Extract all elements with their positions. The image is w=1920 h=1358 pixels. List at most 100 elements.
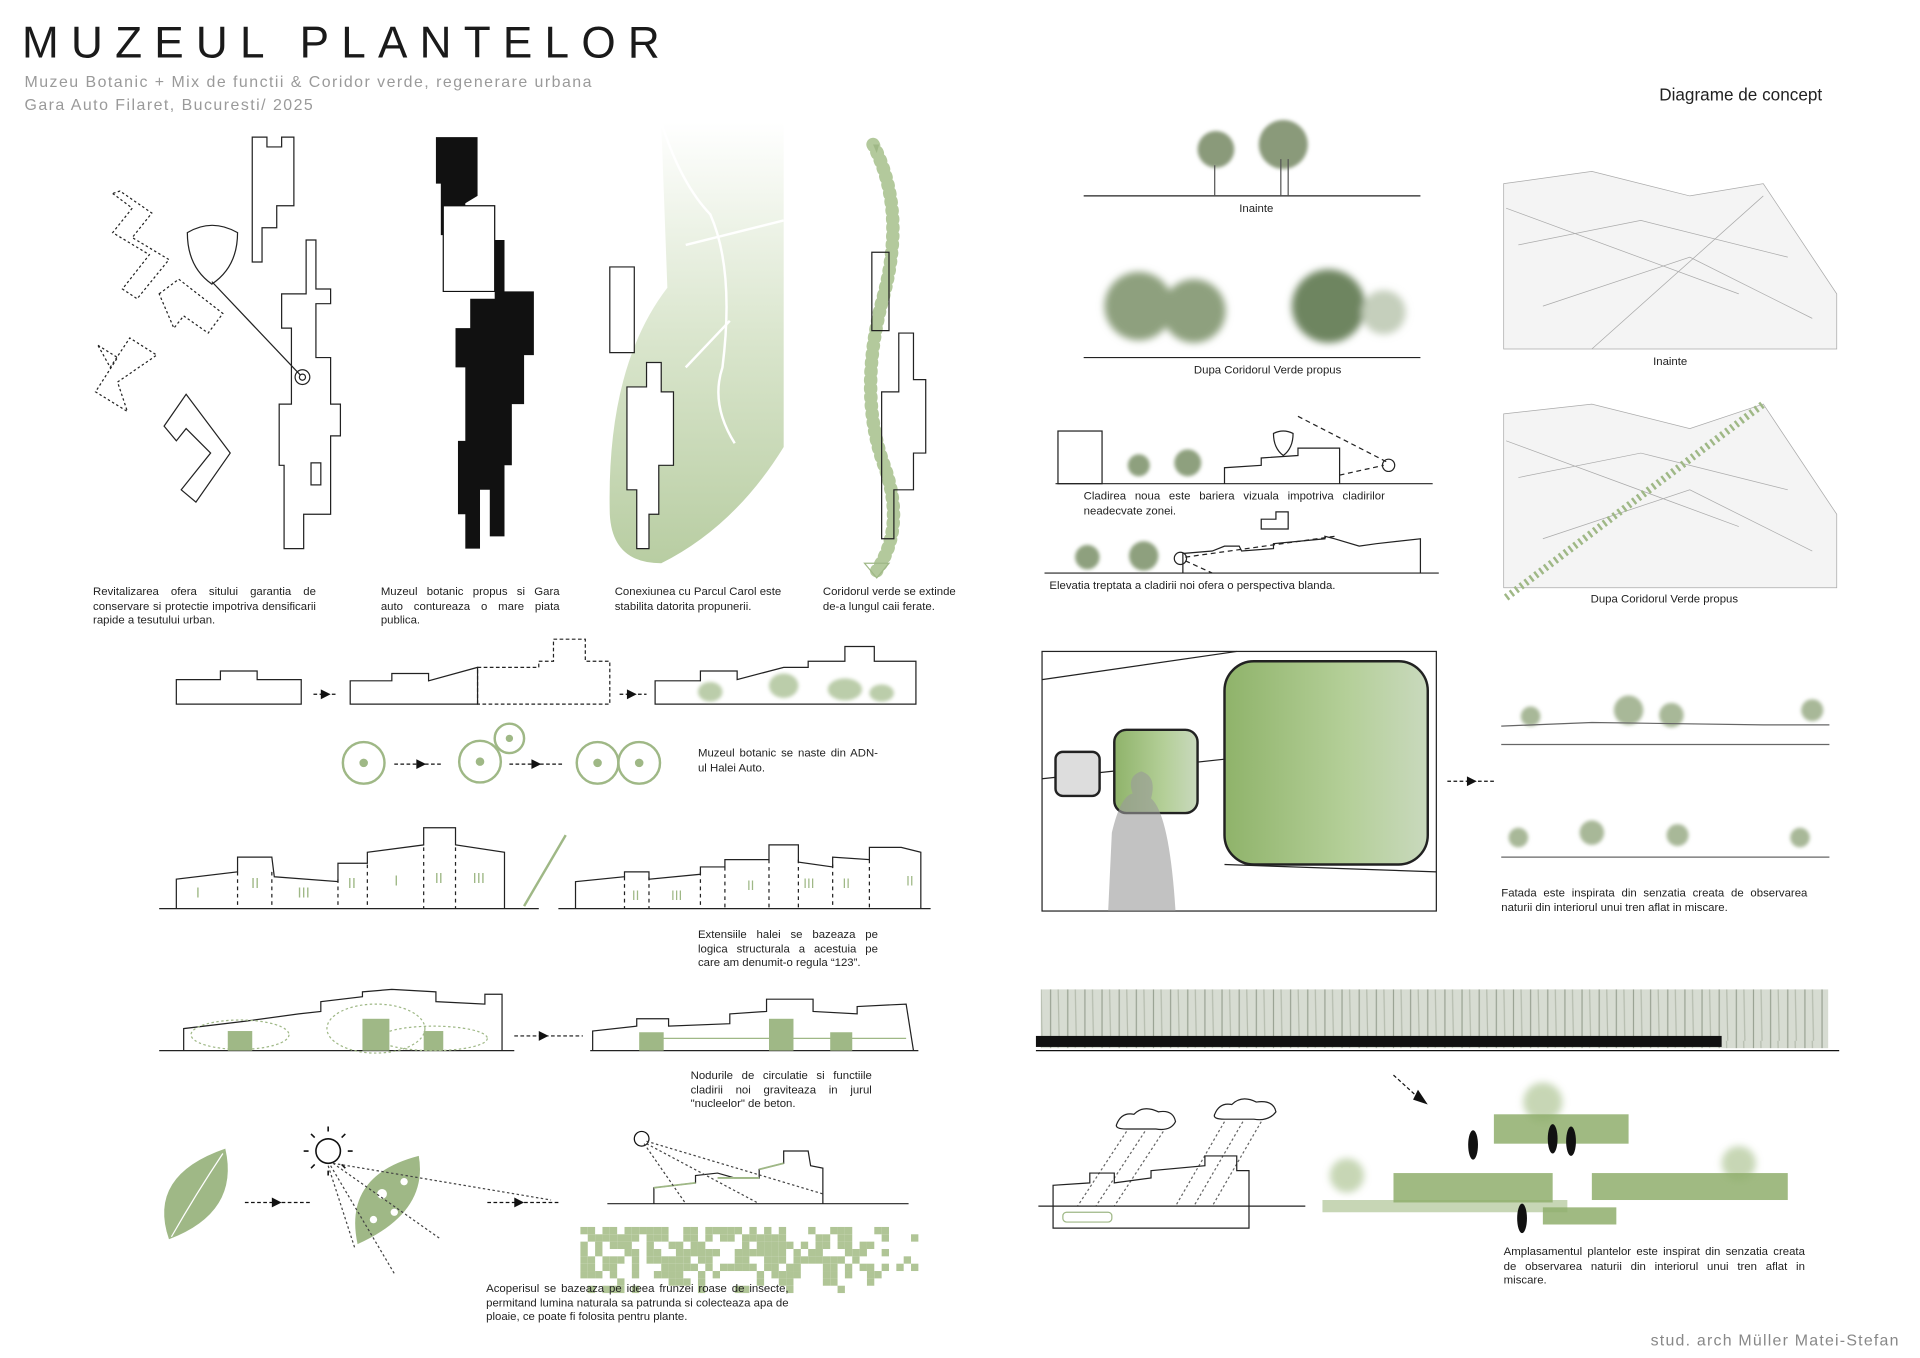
roof-pixel [609, 1234, 618, 1242]
roof-pixel [624, 1234, 632, 1242]
author-credit: stud. arch Müller Matei-Stefan [1650, 1331, 1900, 1350]
roof-pixel [764, 1226, 772, 1235]
train-window-illustration [1041, 650, 1437, 912]
roof-pixel [683, 1248, 691, 1257]
roof-pixel [646, 1241, 654, 1249]
roof-pixel [778, 1271, 787, 1279]
roof-pixel [822, 1278, 831, 1286]
roof-pixel [852, 1256, 860, 1264]
roof-pixel [764, 1241, 772, 1249]
train-silhouette [1035, 1035, 1722, 1047]
caption-plan-3: Conexiunea cu Parcul Carol este stabilit… [614, 585, 782, 612]
roof-pixel [631, 1248, 640, 1257]
roof-pixel [852, 1248, 860, 1257]
caption-plan-1: Revitalizarea ofera sitului garantia de … [93, 585, 316, 626]
roof-pixel [595, 1234, 603, 1242]
rule-label: II [746, 879, 755, 894]
rule-label: III [297, 884, 310, 902]
roof-pixel [595, 1271, 603, 1279]
roof-pixel [602, 1226, 610, 1235]
roof-pixel [653, 1248, 662, 1257]
caption-plan-2: Muzeul botanic propus si Gara auto contu… [380, 585, 560, 626]
roof-pixel [874, 1271, 882, 1279]
roof-pixel [844, 1226, 853, 1235]
roof-pixel [661, 1271, 669, 1279]
roof-pixel [771, 1248, 779, 1257]
roof-pixel [771, 1234, 779, 1242]
roof-pixel [580, 1226, 588, 1235]
roof-pixel [580, 1248, 588, 1257]
arrow-icon [394, 759, 564, 769]
roof-pixel [602, 1285, 610, 1294]
dna-diagram [341, 722, 662, 785]
roof-pixel [653, 1226, 662, 1235]
roof-pixel [881, 1263, 889, 1272]
roof-pixel [675, 1278, 684, 1286]
roof-pixel [822, 1256, 831, 1264]
roof-pixel [602, 1263, 610, 1272]
roof-pixel [705, 1263, 713, 1272]
roof-pixel [830, 1263, 838, 1272]
roof-pixel [602, 1234, 610, 1242]
cloud-icon [1115, 1108, 1177, 1131]
arrow-icon [1447, 776, 1497, 787]
roof-pixel [609, 1241, 618, 1249]
forest-train-strip [1035, 989, 1840, 1052]
axonometric-before [1503, 171, 1838, 350]
rule-label: II [434, 869, 443, 887]
roof-pixel [734, 1285, 743, 1294]
caption-roof: Acoperisul se bazeaza pe ideea frunzei r… [486, 1282, 789, 1323]
roof-pixel [800, 1256, 809, 1264]
roof-pixel [830, 1278, 838, 1286]
roof-pixel [595, 1241, 603, 1249]
roof-pixel [720, 1263, 728, 1272]
roof-pixel [617, 1241, 625, 1249]
roof-pixel [727, 1234, 735, 1242]
roof-pixel [778, 1278, 787, 1286]
roof-pixel [837, 1285, 845, 1294]
roof-pixel [734, 1256, 743, 1264]
roof-pixel [646, 1234, 654, 1242]
roof-pixel [668, 1263, 676, 1272]
plan-green-corridor [863, 137, 927, 579]
roof-pixel [830, 1271, 838, 1279]
rule-label: II [842, 876, 850, 892]
roof-pixel [896, 1263, 904, 1272]
label-axo-before: Inainte [1653, 355, 1688, 368]
roof-pixel [727, 1226, 735, 1235]
roof-pixel [771, 1263, 779, 1272]
section-title: Diagrame de concept [1659, 84, 1823, 105]
page-title: MUZEUL PLANTELOR [22, 17, 672, 68]
roof-pixel [756, 1278, 765, 1286]
roof-pixel [808, 1248, 816, 1257]
caption-planting: Amplasamentul plantelor este inspirat di… [1503, 1245, 1805, 1286]
roof-pixel [661, 1226, 669, 1235]
arrow-icon [514, 1031, 583, 1041]
roof-pixel [712, 1248, 721, 1257]
roof-pixel [866, 1278, 875, 1286]
roof-pixel [675, 1271, 684, 1279]
plan-park-connection [609, 122, 784, 564]
eaten-leaf-icon [355, 1155, 420, 1245]
roof-pixel [866, 1263, 875, 1272]
roof-pixel [866, 1271, 875, 1279]
roof-pixel [631, 1263, 640, 1272]
roof-pixel [837, 1241, 845, 1249]
rule-label: II [347, 874, 356, 892]
roof-pixel [617, 1234, 625, 1242]
roof-pixel [859, 1241, 867, 1249]
roof-pixel [675, 1256, 684, 1264]
roof-pixel [675, 1241, 684, 1249]
subtitle-program: Muzeu Botanic + Mix de functii & Coridor… [24, 72, 593, 91]
roof-pixel [734, 1248, 743, 1257]
roof-pixel [830, 1256, 838, 1264]
roof-section [607, 1130, 909, 1205]
roof-pixel [690, 1234, 698, 1242]
roof-pixel [668, 1271, 676, 1279]
roof-pixel [602, 1256, 610, 1264]
axonometric-after [1503, 401, 1838, 601]
rule-label: I [394, 871, 399, 889]
roof-pixel [624, 1248, 632, 1257]
roof-pixel [756, 1234, 765, 1242]
